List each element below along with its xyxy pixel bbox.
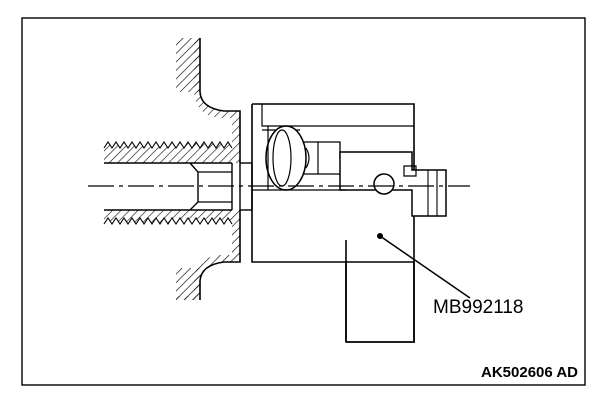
figure-frame (21, 17, 586, 386)
tool-callout-label: MB992118 (433, 297, 524, 318)
housing-section (176, 38, 241, 300)
figure-id: AK502606 AD (481, 364, 578, 381)
threaded-bore (103, 141, 233, 225)
special-tool-body (251, 103, 447, 343)
callout-leader (377, 233, 471, 299)
